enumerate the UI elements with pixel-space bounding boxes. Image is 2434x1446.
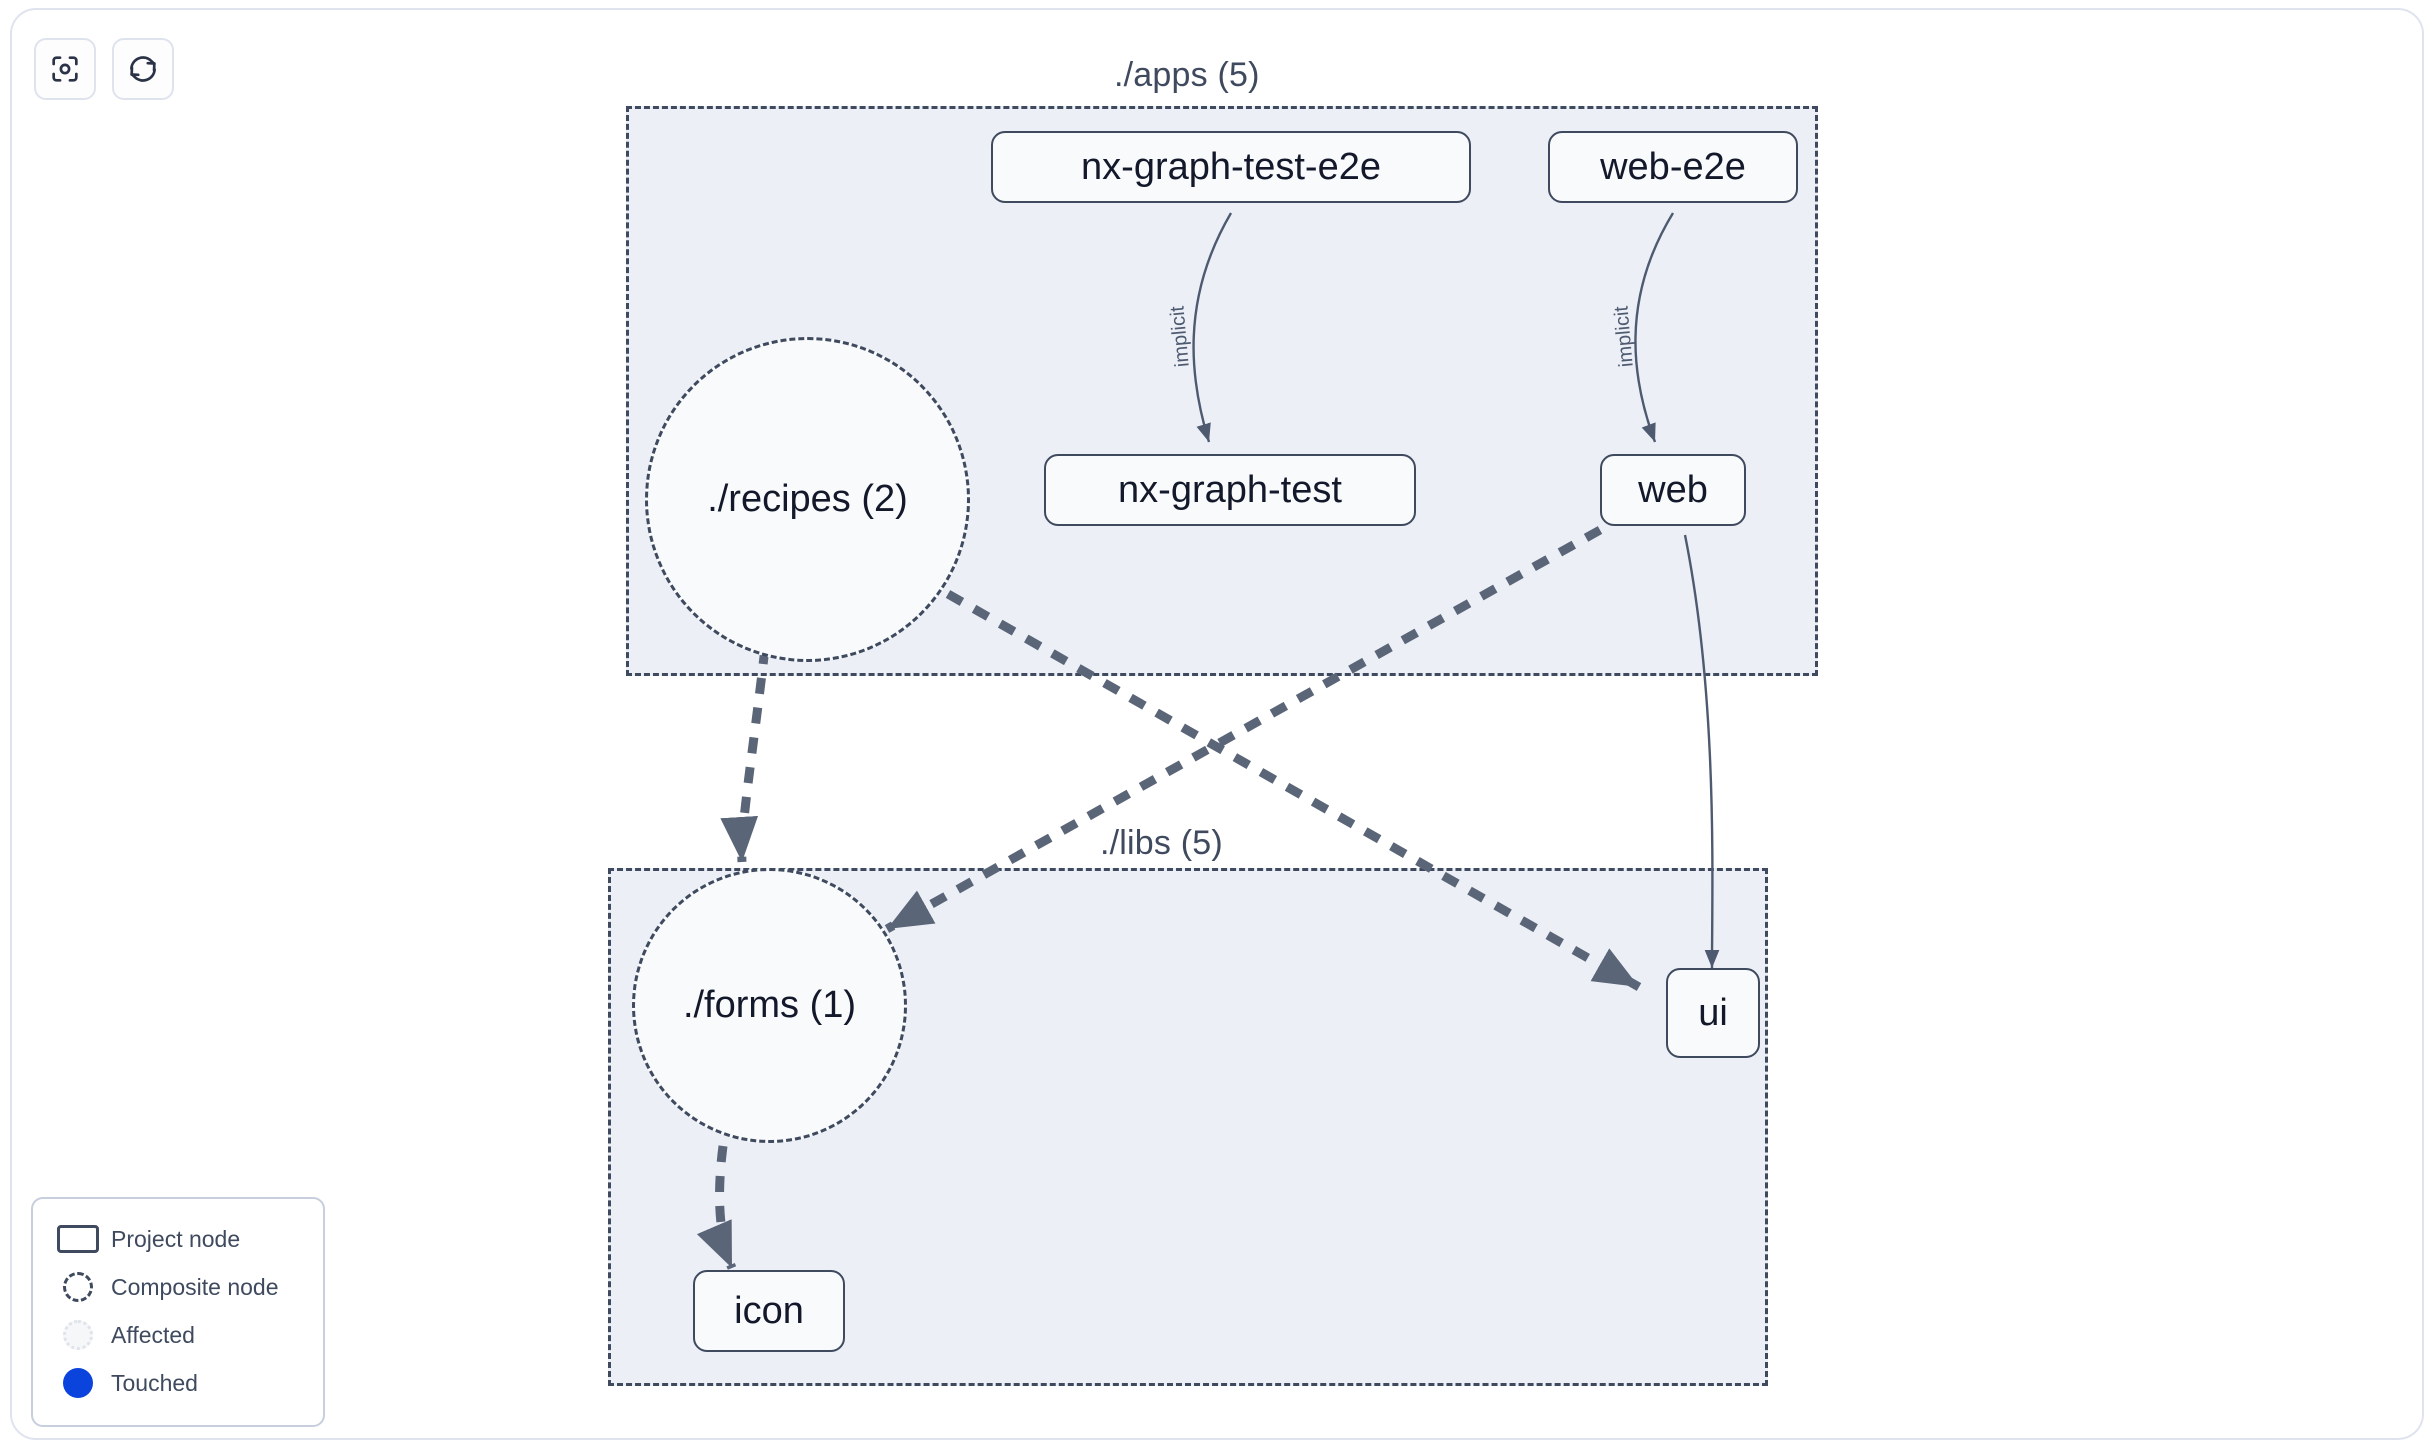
group-label-apps: ./apps (5) [1114,56,1260,94]
composite-node-swatch-icon [51,1272,105,1302]
node-nx-graph-test-e2e[interactable]: nx-graph-test-e2e [991,131,1471,203]
node-forms[interactable]: ./forms (1) [632,868,907,1143]
node-web[interactable]: web [1600,454,1746,526]
graph-toolbar [34,38,174,100]
group-label-libs: ./libs (5) [1100,824,1223,862]
touched-swatch-icon [51,1368,105,1398]
legend-label-composite-node: Composite node [111,1273,279,1300]
affected-swatch-icon [51,1320,105,1350]
node-nx-graph-test[interactable]: nx-graph-test [1044,454,1416,526]
graph-legend: Project node Composite node Affected Tou… [31,1197,325,1427]
viewfinder-icon [48,52,82,86]
legend-label-affected: Affected [111,1321,195,1348]
node-ui[interactable]: ui [1666,968,1760,1058]
legend-item-project-node: Project node [51,1215,305,1263]
legend-item-affected: Affected [51,1311,305,1359]
refresh-icon [126,52,160,86]
project-node-swatch-icon [51,1225,105,1253]
legend-label-project-node: Project node [111,1225,241,1252]
legend-label-touched: Touched [111,1369,198,1396]
focus-graph-button[interactable] [34,38,96,100]
node-icon[interactable]: icon [693,1270,845,1352]
legend-item-touched: Touched [51,1359,305,1407]
legend-item-composite-node: Composite node [51,1263,305,1311]
refresh-graph-button[interactable] [112,38,174,100]
node-web-e2e[interactable]: web-e2e [1548,131,1798,203]
node-recipes[interactable]: ./recipes (2) [645,337,970,662]
